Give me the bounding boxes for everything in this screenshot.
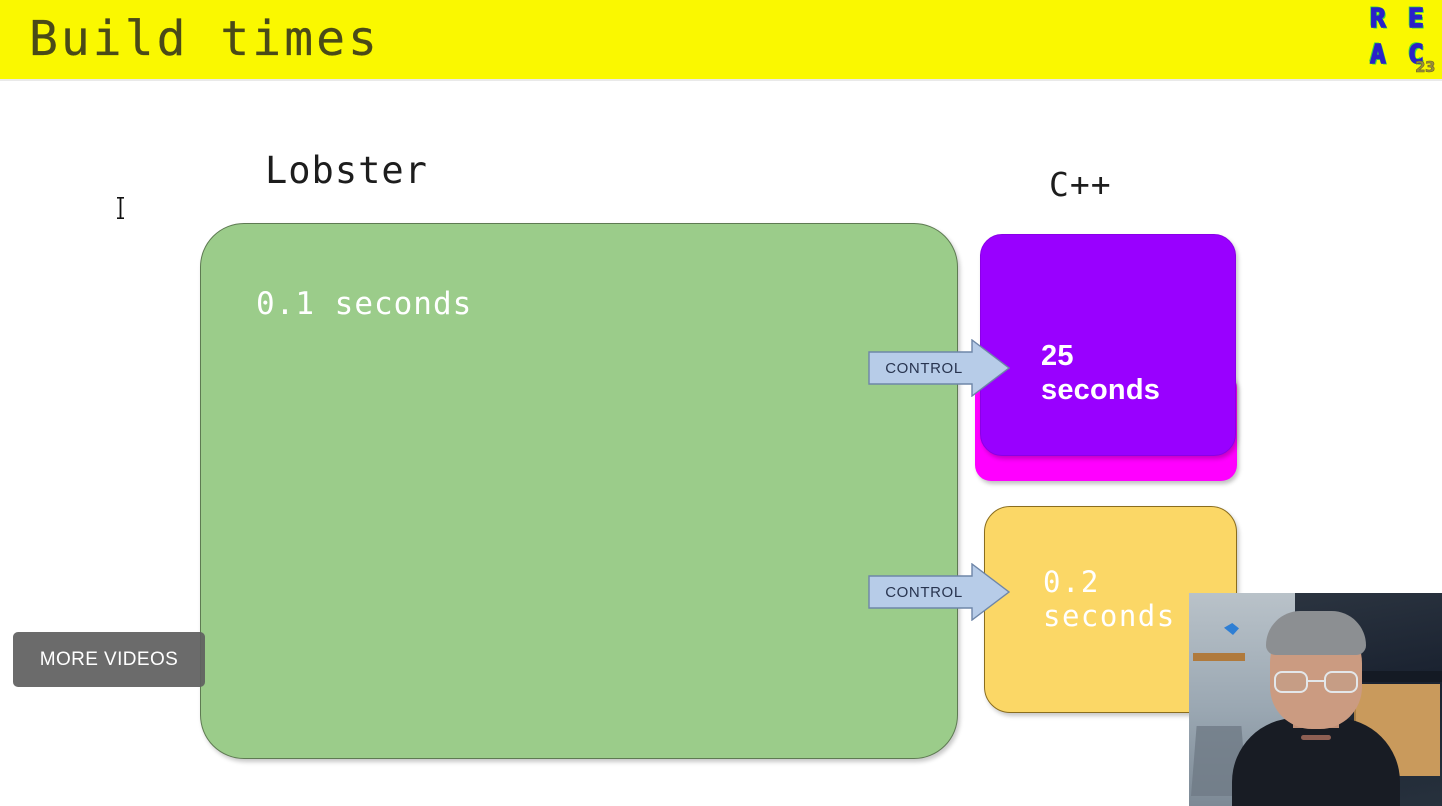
arrow-right-icon xyxy=(868,339,1010,397)
cpp-build-time-text: 25 seconds xyxy=(1041,340,1161,407)
cpp-build-box-purple xyxy=(980,234,1236,456)
webcam-shelf xyxy=(1193,653,1245,661)
logo-letter-a: A xyxy=(1369,40,1386,70)
logo-letter-e: E xyxy=(1407,4,1424,34)
page-title: Build times xyxy=(29,11,380,67)
webcam-person-hair xyxy=(1265,611,1366,655)
header-band xyxy=(0,0,1442,79)
cpp-incremental-time-text: 0.2 seconds xyxy=(1043,565,1176,633)
logo-letter-r: R xyxy=(1369,4,1386,34)
control-arrow-bottom: CONTROL xyxy=(868,563,1010,621)
more-videos-button[interactable]: MORE VIDEOS xyxy=(13,632,205,687)
webcam-person-mouth xyxy=(1300,735,1331,740)
lobster-build-time-text: 0.1 seconds xyxy=(256,286,473,322)
webcam-overlay[interactable] xyxy=(1189,593,1442,806)
logo-letter-c-glyph: C xyxy=(1407,40,1424,70)
header-divider xyxy=(0,79,1442,81)
glasses-lens-left xyxy=(1273,671,1308,693)
text-ibeam-cursor-icon xyxy=(116,196,125,220)
glasses-bridge xyxy=(1307,680,1324,682)
webcam-person-glasses-icon xyxy=(1273,671,1358,693)
cpp-label: C++ xyxy=(1049,165,1112,204)
logo-letter-c: C 23 xyxy=(1398,38,1436,76)
logo-year-badge: 23 xyxy=(1415,58,1436,76)
webcam-person-torso xyxy=(1231,718,1400,806)
reac-conference-logo: R E A C 23 xyxy=(1360,2,1436,76)
glasses-lens-right xyxy=(1323,671,1358,693)
arrow-right-icon xyxy=(868,563,1010,621)
control-arrow-top: CONTROL xyxy=(868,339,1010,397)
lobster-build-box: 0.1 seconds xyxy=(200,223,958,759)
webcam-kitchen-counter xyxy=(1294,671,1442,682)
lobster-label: Lobster xyxy=(265,149,428,192)
